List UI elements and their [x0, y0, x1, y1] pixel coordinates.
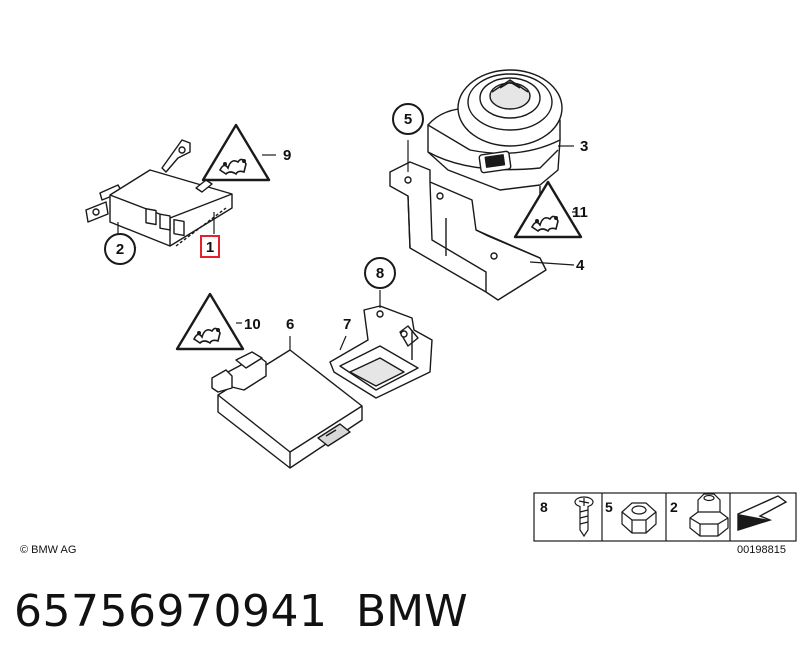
forward-arrow-icon	[737, 495, 788, 531]
control-unit	[211, 349, 363, 469]
callout-2-label: 2	[116, 241, 124, 258]
control-module-with-bracket	[85, 139, 233, 247]
brand-name: BMW	[356, 586, 468, 637]
copyright-label: © BMW AG	[20, 544, 76, 556]
callout-8: 8	[364, 257, 396, 289]
warning-triangle-icon	[175, 292, 245, 351]
callout-5-label: 5	[404, 111, 412, 128]
diagram-number: 00198815	[737, 544, 786, 556]
part-number: 65756970941	[14, 586, 328, 637]
callout-5: 5	[392, 103, 424, 135]
callout-2: 2	[104, 233, 136, 265]
callout-11: 11	[572, 204, 588, 221]
callout-8-label: 8	[376, 265, 384, 282]
collar-nut-icon	[689, 493, 729, 537]
callout-1-label: 1	[206, 239, 214, 256]
small-parts-legend: 8 5 2	[533, 492, 797, 542]
callout-3: 3	[580, 138, 588, 155]
legend-2-label: 2	[670, 499, 678, 515]
alarm-siren	[427, 69, 563, 196]
screw-icon	[574, 496, 594, 538]
legend-8-label: 8	[540, 499, 548, 515]
warning-triangle-icon	[201, 123, 271, 182]
nut-icon	[621, 502, 657, 534]
callout-9: 9	[283, 147, 291, 164]
callout-4: 4	[576, 257, 585, 274]
callout-1-highlight[interactable]: 1	[200, 235, 220, 258]
callout-7: 7	[343, 316, 351, 333]
siren-bracket	[389, 161, 547, 301]
callout-6: 6	[286, 316, 294, 333]
control-unit-holder	[329, 305, 433, 399]
legend-5-label: 5	[605, 499, 613, 515]
callout-10: 10	[244, 316, 261, 333]
